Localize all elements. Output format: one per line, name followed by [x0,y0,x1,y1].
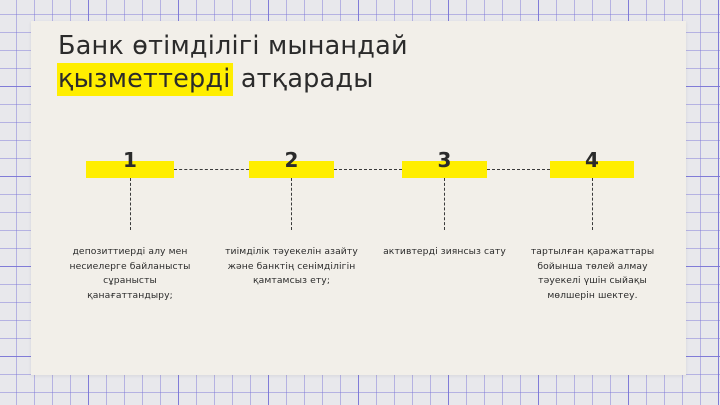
step-1-number: 1 [123,148,137,172]
step-3-badge: 3 [402,148,487,178]
step-2-connector-line [334,169,402,170]
step-2-badge: 2 [249,148,334,178]
step-4-stem-line [592,178,593,230]
step-3-description: активтерді зиянсыз сату [383,246,506,257]
step-3-connector-line [487,169,550,170]
slide-card: Банк өтімділігі мынандай қызметтерді атқ… [31,21,686,375]
step-3-number: 3 [437,148,452,172]
step-2-description: тиімділік тәуекелін азайту және банктің … [225,246,358,286]
step-3-stem-line [444,178,445,230]
title-line-2: қызметтерді атқарады [57,63,658,96]
title-line-1: Банк өтімділігі мынандай [58,31,408,61]
steps-diagram: 1 депозиттиерді алу мен несиелерге байла… [31,21,686,375]
step-1-stem-line [130,178,131,230]
step-4-badge: 4 [550,148,634,178]
step-1-connector-line [174,169,249,170]
title-highlight: қызметтерді [57,63,233,96]
step-4-number: 4 [585,148,599,172]
step-1-description: депозиттиерді алу мен несиелерге байланы… [69,246,191,301]
step-2-stem-line [291,178,292,230]
step-2-number: 2 [284,148,299,172]
step-4-description: тартылған қаражаттары бойынша төлей алма… [530,246,655,301]
step-1-badge: 1 [86,148,174,178]
title-line-2-rest: атқарады [232,64,374,94]
slide-title: Банк өтімділігі мынандай қызметтерді атқ… [57,30,658,96]
